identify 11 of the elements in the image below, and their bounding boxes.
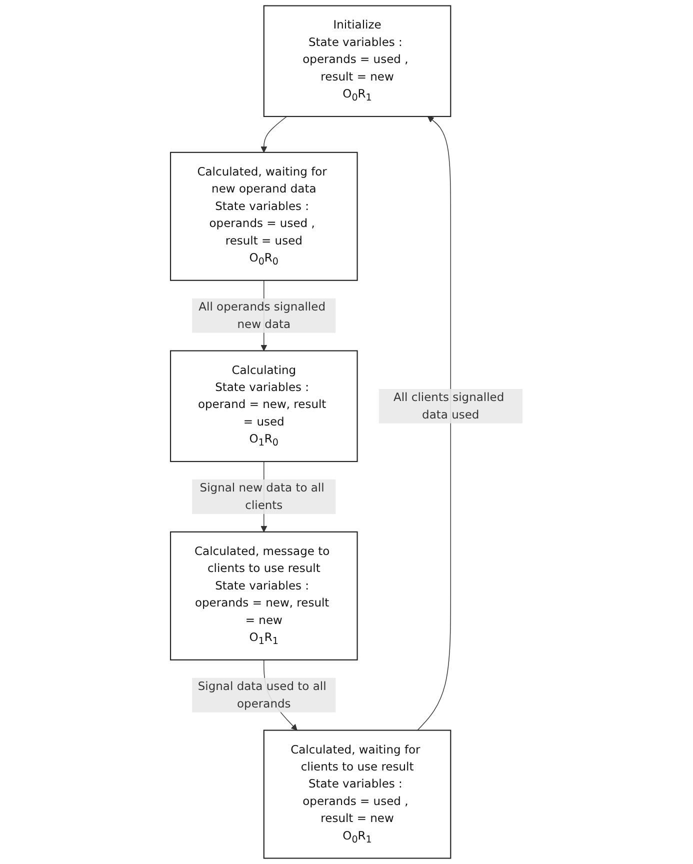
node-box: Calculating State variables : operand = new, result = used O$_{1}$R$_{0}$	[170, 350, 358, 462]
node-box: Initialize State variables : operands = used , result = new O$_{0}$R$_{1}$	[263, 5, 452, 118]
arrow	[260, 116, 288, 153]
edge-label: Signal data used to all operands	[198, 679, 326, 710]
edge-label: All operands signalled new data	[198, 300, 326, 331]
node-box: Calculated, waiting for new operand data State variables : operands = used , result = used O$_{0}$R$_{0}$	[170, 152, 358, 281]
edge-label: Signal new data to all clients	[200, 480, 324, 512]
arrow	[417, 116, 451, 731]
node-box: Calculated, message to clients to use result State variables : operands = new, result = new O$_{1}$R$_{1}$	[170, 531, 358, 660]
node-box: Calculated, waiting for clients to use result State variables : operands = used , result = new O$_{0}$R$_{1}$	[263, 730, 452, 859]
edge-label: All clients signalled data used	[393, 390, 504, 422]
